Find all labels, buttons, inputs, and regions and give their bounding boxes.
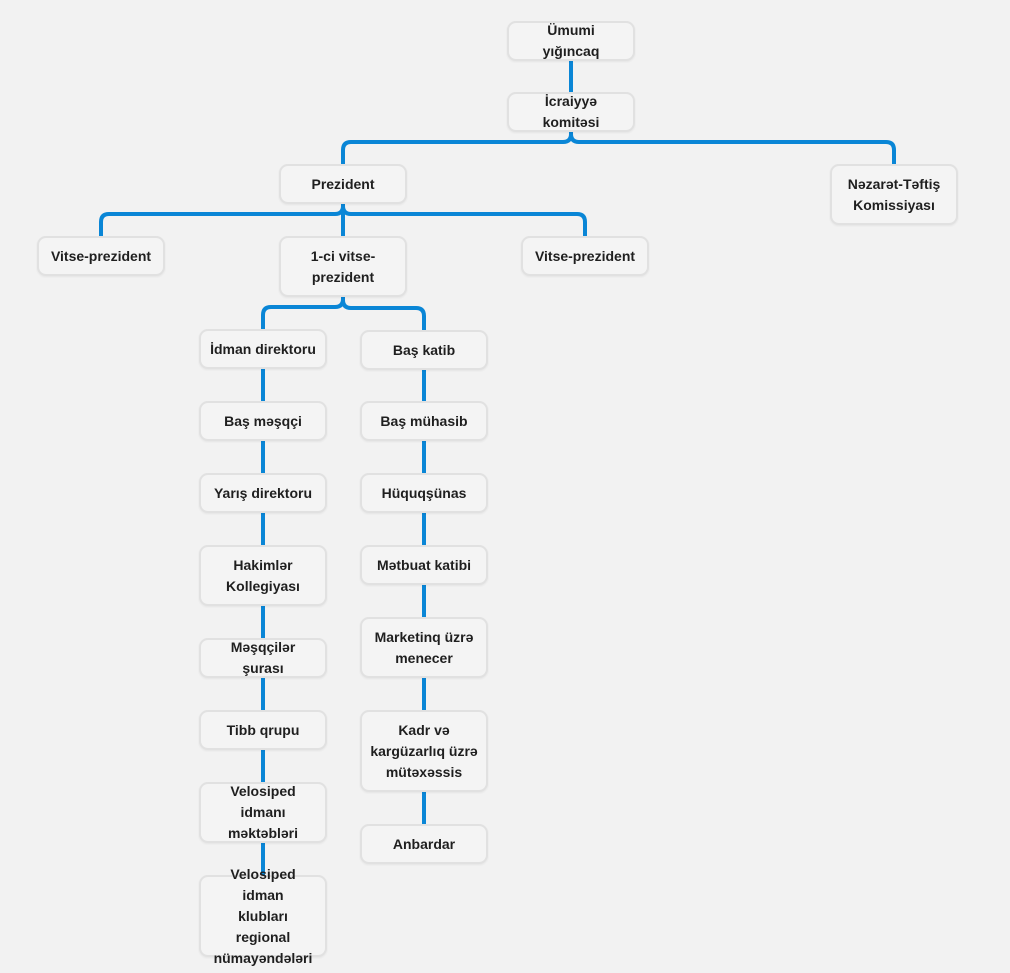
connector-president-to-vice-president-right [341, 202, 587, 238]
node-cycling-schools: Velosiped idmanı məktəbləri [199, 782, 327, 843]
node-general-assembly: Ümumi yığıncaq [507, 21, 635, 61]
node-executive-committee: İcraiyyə komitəsi [507, 92, 635, 132]
node-hr-specialist: Kadr və kargüzarlıq üzrə mütəxəssis [360, 710, 488, 792]
node-vice-president-left: Vitse-prezident [37, 236, 165, 276]
node-general-secretary: Baş katib [360, 330, 488, 370]
node-medical-group: Tibb qrupu [199, 710, 327, 750]
connector-first-vice-president-to-sports-director [261, 295, 345, 331]
node-first-vice-president: 1-ci vitse- prezident [279, 236, 407, 297]
node-vice-president-right: Vitse-prezident [521, 236, 649, 276]
node-president: Prezident [279, 164, 407, 204]
connector-executive-committee-to-audit-commission [569, 130, 896, 166]
node-press-secretary: Mətbuat katibi [360, 545, 488, 585]
node-warehouse-keeper: Anbardar [360, 824, 488, 864]
node-marketing-manager: Marketinq üzrə menecer [360, 617, 488, 678]
connector-first-vice-president-to-general-secretary [341, 295, 426, 332]
node-lawyer: Hüquqşünas [360, 473, 488, 513]
node-race-director: Yarış direktoru [199, 473, 327, 513]
node-head-coach: Baş məşqçi [199, 401, 327, 441]
node-referees-board: Hakimlər Kollegiyası [199, 545, 327, 606]
node-regional-club-reps: Velosiped idman klubları regional nümayə… [199, 866, 327, 966]
node-sports-director: İdman direktoru [199, 329, 327, 369]
connector-president-to-vice-president-left [99, 202, 345, 238]
node-chief-accountant: Baş mühasib [360, 401, 488, 441]
node-audit-commission: Nəzarət-Təftiş Komissiyası [830, 164, 958, 225]
node-coaches-council: Məşqçilər şurası [199, 638, 327, 678]
connector-executive-committee-to-president [341, 130, 573, 166]
